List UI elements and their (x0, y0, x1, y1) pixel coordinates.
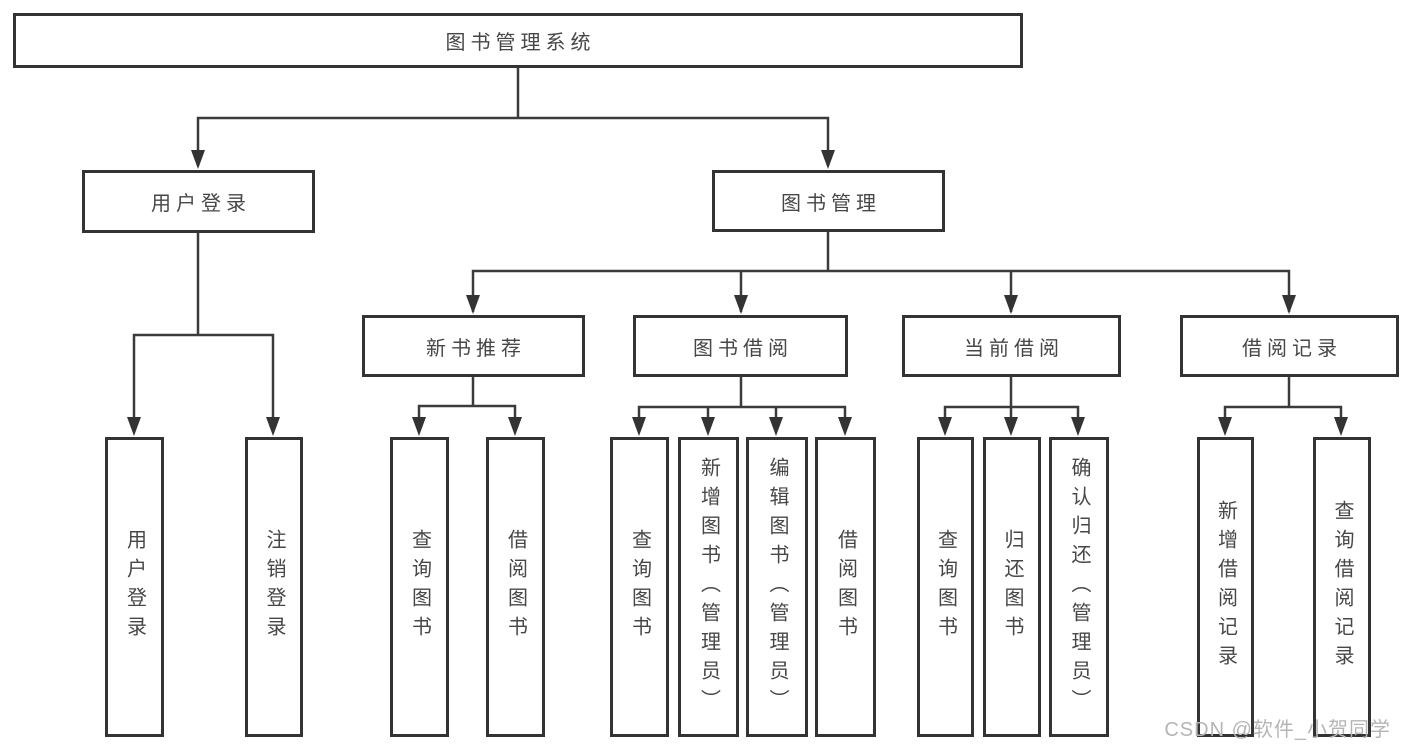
node-root: 图书管理系统 (13, 13, 1023, 68)
leaf-label: 注销登录 (263, 529, 285, 645)
connector (471, 232, 1291, 312)
leaf-borrow-books-recommend: 借阅图书 (486, 437, 545, 737)
connector (637, 377, 847, 432)
node-current-borrow: 当前借阅 (902, 315, 1121, 377)
leaf-query-books-current: 查询图书 (917, 437, 974, 737)
node-borrow-record: 借阅记录 (1180, 315, 1399, 377)
connector (132, 233, 275, 432)
connector (417, 376, 517, 432)
leaf-label: 确认归还（管理员） (1068, 456, 1090, 718)
arrowhead (1004, 295, 1018, 314)
leaf-add-borrow-record: 新增借阅记录 (1197, 437, 1254, 737)
arrowhead (632, 417, 646, 436)
node-root-label: 图书管理系统 (445, 32, 596, 54)
leaf-confirm-return-admin: 确认归还（管理员） (1049, 437, 1109, 737)
arrowhead (191, 150, 205, 169)
arrowhead (466, 295, 480, 314)
arrowhead (821, 150, 835, 169)
leaf-label: 归还图书 (1001, 529, 1023, 645)
node-user-login-label: 用户登录 (151, 193, 251, 215)
arrowhead (1218, 417, 1232, 436)
leaf-label: 用户登录 (123, 529, 146, 645)
leaf-edit-books-admin: 编辑图书（管理员） (746, 437, 808, 737)
leaf-query-books-recommend: 查询图书 (390, 437, 449, 737)
node-new-book-recommend-label: 新书推荐 (426, 337, 526, 360)
connector (196, 68, 830, 166)
node-borrow-record-label: 借阅记录 (1242, 337, 1342, 360)
leaf-label: 编辑图书（管理员） (766, 456, 788, 718)
arrowhead (127, 417, 141, 436)
leaf-query-borrow-record: 查询借阅记录 (1313, 437, 1371, 737)
arrowhead (734, 295, 748, 314)
leaf-label: 借阅图书 (504, 529, 527, 645)
arrowhead (838, 417, 852, 436)
leaf-borrow-books: 借阅图书 (815, 437, 876, 737)
leaf-return-books: 归还图书 (983, 437, 1041, 737)
arrowhead (508, 417, 522, 436)
leaf-label: 新增图书（管理员） (697, 456, 720, 718)
node-current-borrow-label: 当前借阅 (964, 337, 1064, 360)
arrowhead (1282, 295, 1296, 314)
leaf-label: 新增借阅记录 (1214, 500, 1237, 674)
watermark: CSDN @软件_小贺同学 (1164, 719, 1391, 741)
node-book-borrow: 图书借阅 (633, 315, 848, 377)
arrowhead (938, 417, 952, 436)
leaf-user-login: 用户登录 (105, 437, 164, 737)
arrowhead (1004, 417, 1018, 436)
arrowhead (1334, 417, 1348, 436)
arrowhead (412, 417, 426, 436)
node-book-management: 图书管理 (712, 170, 945, 232)
leaf-label: 查询借阅记录 (1331, 500, 1353, 674)
node-user-login: 用户登录 (82, 170, 315, 233)
arrowhead (769, 417, 783, 436)
leaf-label: 借阅图书 (834, 529, 857, 645)
leaf-query-books-borrow: 查询图书 (610, 437, 669, 737)
node-book-management-label: 图书管理 (781, 192, 881, 215)
leaf-label: 查询图书 (628, 529, 651, 645)
leaf-logout: 注销登录 (245, 437, 303, 737)
node-new-book-recommend: 新书推荐 (362, 315, 585, 377)
arrowhead (1071, 417, 1085, 436)
leaf-label: 查询图书 (408, 529, 431, 645)
leaf-label: 查询图书 (934, 529, 957, 645)
leaf-add-books-admin: 新增图书（管理员） (678, 437, 739, 737)
connector (1223, 377, 1343, 432)
node-book-borrow-label: 图书借阅 (693, 337, 793, 360)
arrowhead (701, 417, 715, 436)
arrowhead (266, 417, 280, 436)
